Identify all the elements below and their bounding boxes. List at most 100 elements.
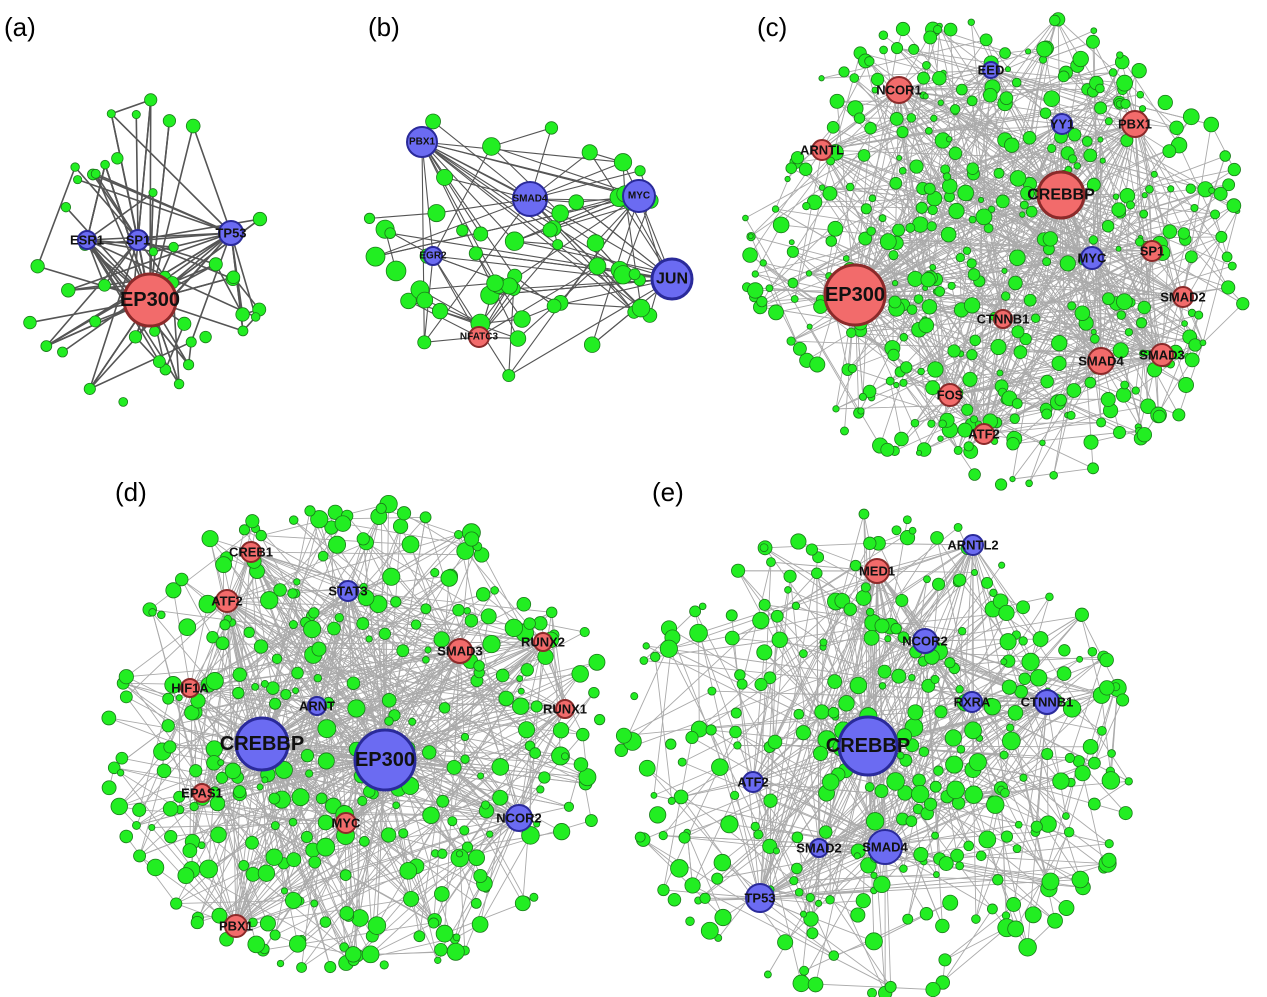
leaf-node	[733, 741, 742, 750]
leaf-node	[1062, 812, 1070, 820]
leaf-node	[942, 178, 958, 194]
network-edge	[911, 309, 1072, 416]
network-edge	[1202, 303, 1244, 344]
leaf-node	[1067, 128, 1082, 142]
leaf-node	[422, 806, 440, 824]
leaf-node	[131, 110, 141, 120]
leaf-node	[898, 167, 907, 175]
network-edge	[88, 239, 139, 390]
leaf-node	[891, 42, 904, 55]
leaf-node	[944, 729, 962, 747]
network-edge	[189, 712, 193, 852]
leaf-node	[1011, 325, 1025, 339]
leaf-node	[777, 934, 794, 951]
network-edge	[949, 250, 1153, 396]
network-edge	[1183, 205, 1235, 234]
hub-label-smad3: SMAD3	[437, 644, 483, 659]
network-edge	[1002, 200, 1204, 344]
leaf-node	[964, 785, 983, 804]
leaf-node	[347, 699, 366, 718]
hub-label-eed: EED	[978, 63, 1005, 78]
leaf-node	[571, 665, 589, 683]
hub-node-crebbp	[837, 715, 899, 777]
leaf-node	[328, 535, 347, 554]
leaf-node	[345, 946, 362, 963]
network-edge	[444, 698, 507, 709]
leaf-node	[473, 868, 488, 884]
leaf-node	[947, 344, 961, 358]
network-edge	[668, 544, 974, 650]
hub-label-egr2: EGR2	[419, 251, 447, 262]
leaf-node	[1143, 349, 1150, 356]
leaf-node	[416, 291, 434, 309]
leaf-node	[889, 112, 904, 126]
leaf-node	[359, 836, 370, 847]
leaf-node	[897, 631, 910, 644]
network-edge	[710, 729, 761, 899]
leaf-node	[920, 272, 936, 288]
leaf-node	[750, 821, 760, 832]
network-edge	[407, 675, 504, 750]
leaf-node	[162, 692, 175, 705]
leaf-node	[482, 634, 501, 654]
network-edge	[759, 863, 1109, 899]
leaf-node	[257, 864, 276, 882]
network-edge	[1019, 252, 1163, 353]
leaf-node	[238, 859, 250, 871]
network-edge	[1035, 260, 1083, 319]
leaf-node	[1063, 826, 1075, 838]
leaf-node	[1083, 148, 1098, 163]
leaf-node	[896, 728, 913, 744]
leaf-node	[1184, 250, 1198, 264]
leaf-node	[670, 859, 689, 878]
network-edge	[1013, 701, 1048, 905]
leaf-node	[101, 780, 117, 796]
leaf-node	[184, 705, 200, 721]
leaf-node	[1124, 328, 1133, 337]
network-edge	[896, 118, 1027, 340]
leaf-node	[1058, 644, 1071, 657]
hub-node-tp53	[745, 883, 775, 913]
leaf-node	[392, 801, 401, 810]
leaf-node	[454, 530, 464, 540]
leaf-node	[1040, 374, 1054, 389]
leaf-node	[291, 788, 310, 807]
leaf-node	[287, 588, 298, 599]
leaf-node	[401, 535, 420, 554]
network-edge	[1128, 314, 1200, 333]
leaf-node	[792, 974, 811, 993]
leaf-node	[811, 567, 823, 580]
network-edge	[929, 37, 956, 154]
leaf-node	[899, 333, 909, 342]
network-edge	[485, 708, 566, 889]
leaf-node	[1001, 731, 1021, 751]
network-edge	[284, 832, 404, 892]
leaf-node	[734, 669, 746, 681]
leaf-node	[678, 831, 691, 844]
leaf-node	[822, 773, 840, 791]
network-edge	[1119, 54, 1180, 146]
leaf-node	[987, 205, 996, 213]
leaf-node	[826, 121, 840, 134]
leaf-node	[638, 759, 656, 777]
leaf-node	[561, 752, 569, 761]
network-edge	[680, 781, 754, 798]
network-edge	[362, 623, 544, 643]
leaf-node	[707, 686, 717, 696]
leaf-node	[430, 568, 440, 578]
hub-node-atf2	[215, 589, 239, 613]
network-edge	[317, 603, 379, 679]
network-edge	[1130, 204, 1216, 215]
leaf-node	[953, 445, 963, 455]
network-edge	[902, 100, 973, 133]
network-edge	[384, 545, 478, 761]
leaf-node	[989, 588, 998, 597]
hub-label-epas1: EPAS1	[181, 786, 223, 801]
leaf-node	[1119, 188, 1136, 204]
leaf-node	[828, 950, 840, 961]
leaf-node	[392, 518, 409, 534]
leaf-node	[756, 644, 773, 661]
leaf-node	[785, 162, 798, 174]
leaf-node	[280, 887, 288, 895]
leaf-node	[1014, 820, 1023, 829]
